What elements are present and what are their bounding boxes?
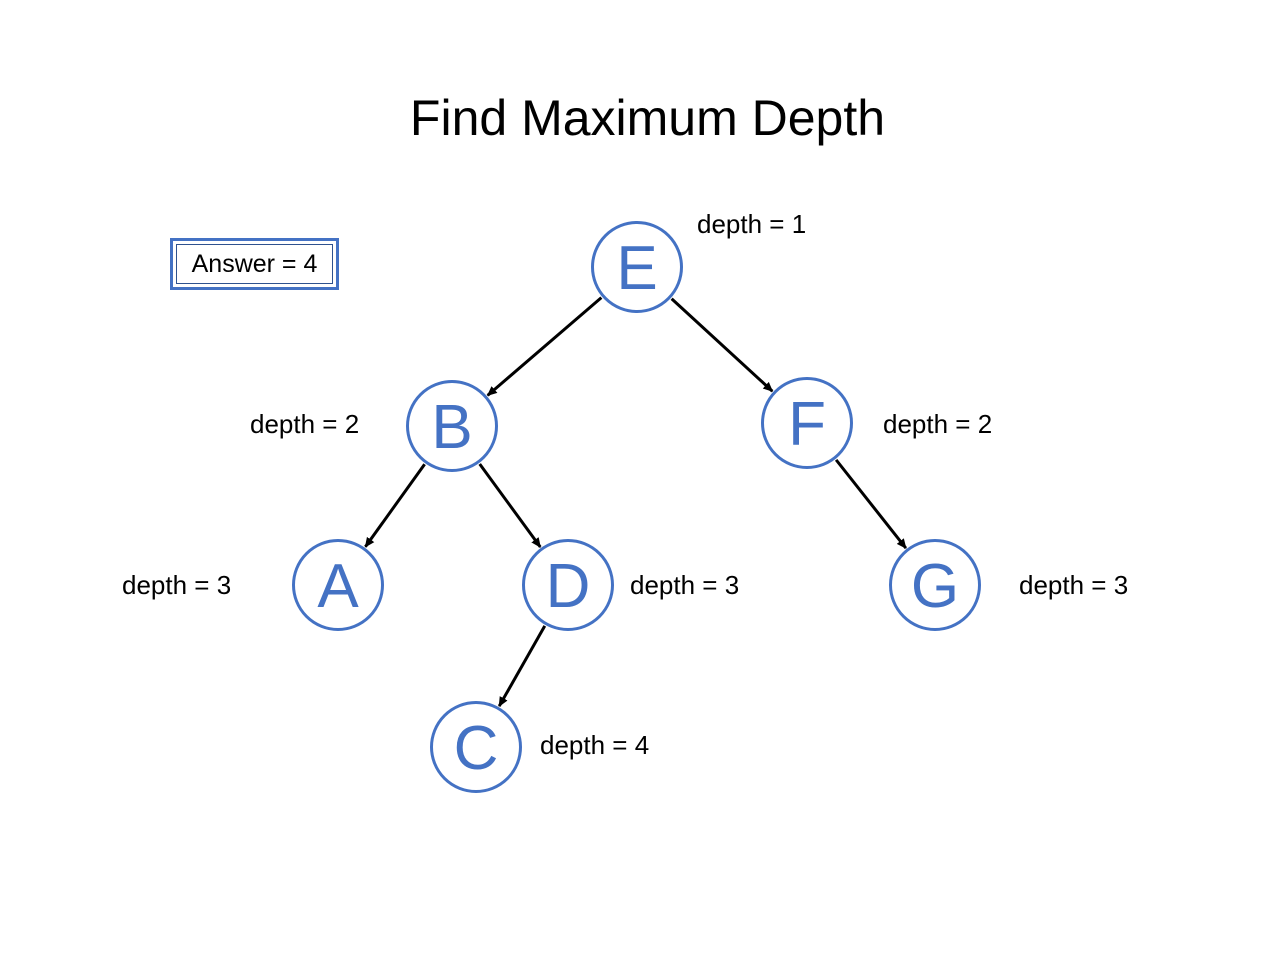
edge-e-b bbox=[486, 296, 603, 397]
depth-label-g: depth = 3 bbox=[1019, 570, 1129, 600]
depth-label-a: depth = 3 bbox=[122, 570, 232, 600]
node-label-d: D bbox=[545, 552, 591, 621]
node-label-a: A bbox=[317, 552, 359, 621]
edge-e-f bbox=[670, 297, 774, 393]
tree-node-c: C bbox=[430, 701, 522, 793]
node-label-b: B bbox=[431, 393, 473, 462]
depth-label-b: depth = 2 bbox=[250, 409, 360, 439]
tree-node-b: B bbox=[406, 380, 498, 472]
node-label-e: E bbox=[616, 234, 658, 303]
node-label-c: C bbox=[453, 714, 499, 783]
depth-label-d: depth = 3 bbox=[630, 570, 740, 600]
edge-d-c bbox=[497, 625, 547, 708]
tree-node-d: D bbox=[522, 539, 614, 631]
answer-box: Answer = 4 bbox=[170, 238, 339, 290]
tree-node-e: E bbox=[591, 221, 683, 313]
tree-node-a: A bbox=[292, 539, 384, 631]
page-title: Find Maximum Depth bbox=[409, 90, 886, 146]
edge-f-g bbox=[834, 458, 908, 550]
depth-label-c: depth = 4 bbox=[540, 730, 650, 760]
tree-node-g: G bbox=[889, 539, 981, 631]
depth-label-e: depth = 1 bbox=[697, 209, 807, 239]
edge-b-a bbox=[364, 463, 426, 548]
node-label-g: G bbox=[910, 552, 960, 621]
tree-node-f: F bbox=[761, 377, 853, 469]
edge-b-d bbox=[478, 463, 542, 548]
node-label-f: F bbox=[788, 390, 826, 459]
depth-label-f: depth = 2 bbox=[883, 409, 993, 439]
answer-text: Answer = 4 bbox=[176, 244, 333, 284]
